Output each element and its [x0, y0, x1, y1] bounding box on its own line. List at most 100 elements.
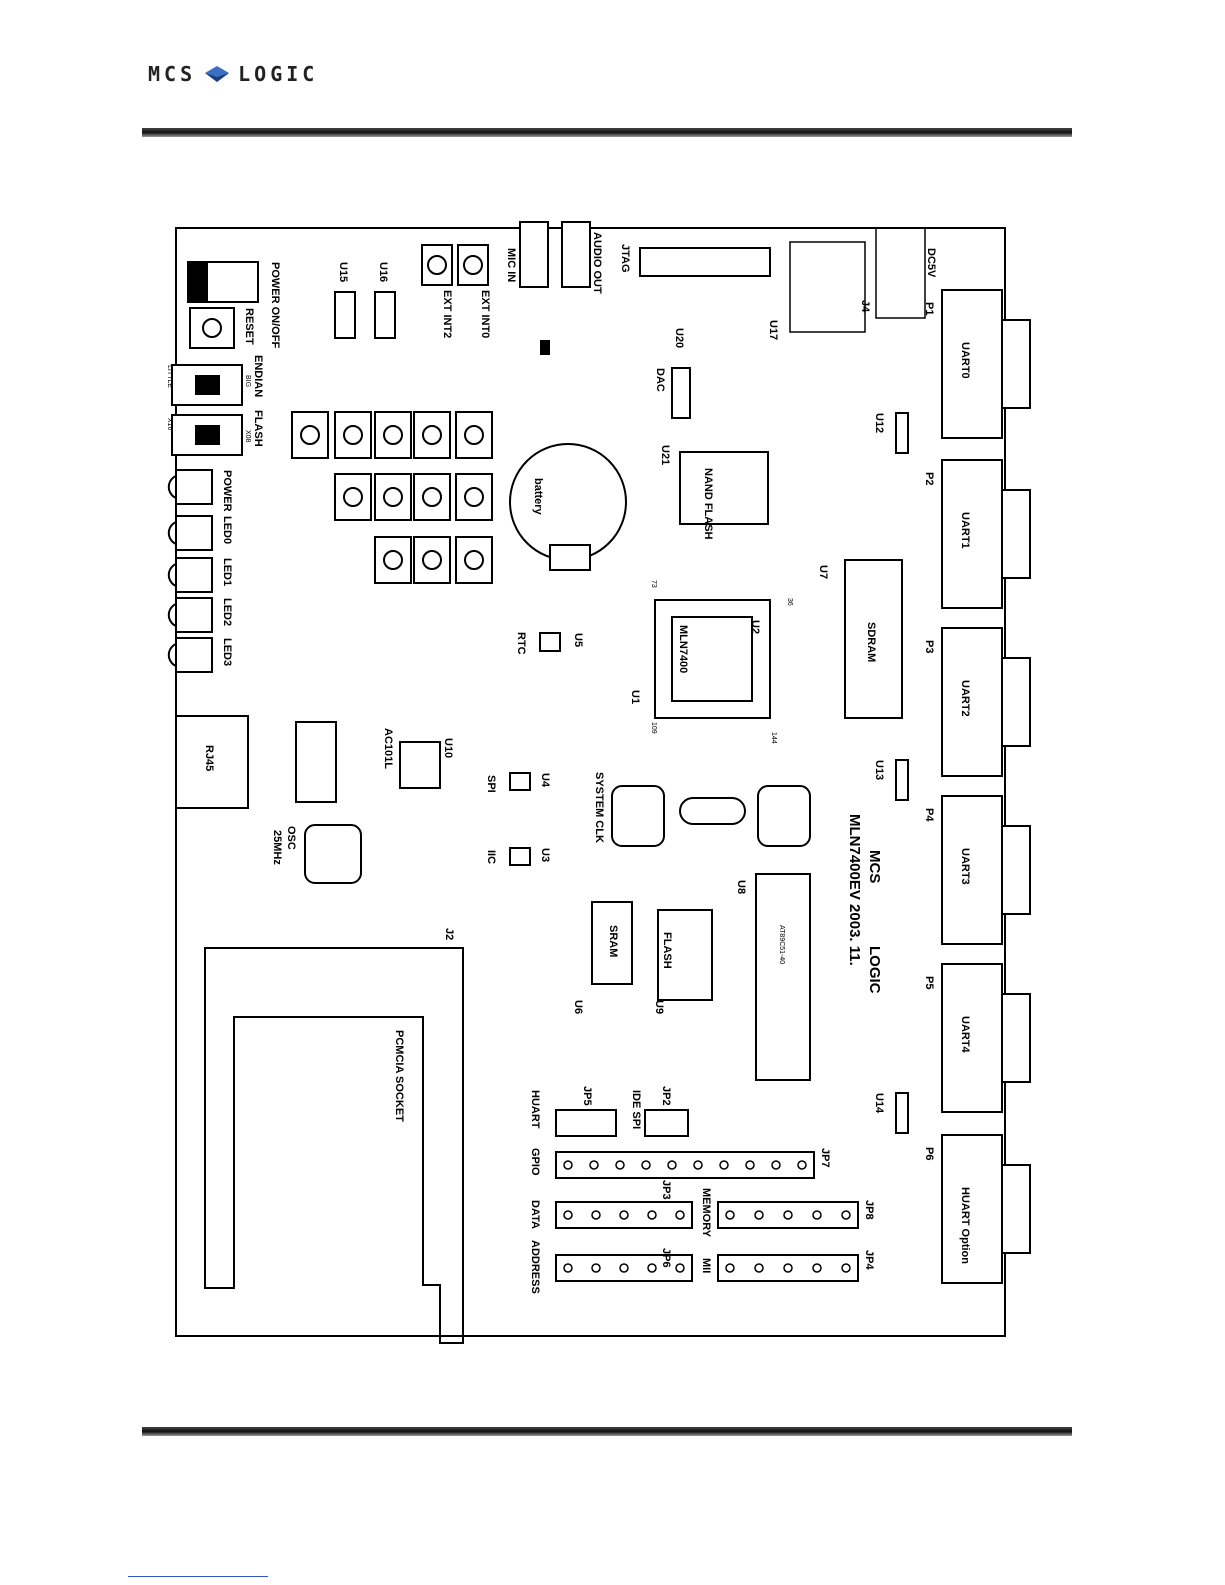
u15-label: U15	[337, 262, 349, 282]
tact-switch	[413, 536, 451, 584]
u4-label: U4	[539, 773, 551, 788]
memory-label: MEMORY	[700, 1188, 712, 1238]
uart-label: HUART Option	[959, 1187, 971, 1264]
reset-button	[189, 307, 235, 349]
serial-connector	[941, 289, 1003, 439]
header-pin	[754, 1210, 764, 1220]
jp8-label: JP8	[863, 1200, 875, 1220]
pcmcia-label: PCMCIA SOCKET	[393, 1030, 405, 1122]
led-lens	[167, 563, 177, 587]
rj45-label: RJ45	[203, 745, 215, 771]
footer-rule	[142, 1427, 1072, 1436]
header-pin	[667, 1160, 677, 1170]
led-label: LED2	[221, 598, 233, 626]
led-led2	[175, 597, 213, 633]
header-pin	[841, 1210, 851, 1220]
nand-flash-label: NAND FLASH	[702, 468, 714, 540]
header-pin	[725, 1263, 735, 1273]
silkscreen-model: MLN7400EV 2003. 11.	[846, 814, 863, 966]
system-clk-label: SYSTEM CLK	[593, 772, 605, 843]
header-pin	[783, 1210, 793, 1220]
footer-link-line	[128, 1576, 268, 1577]
header-pin	[641, 1160, 651, 1170]
u17-label: U17	[767, 320, 779, 340]
pin36-label: 36	[786, 598, 793, 606]
rj45-jack	[175, 715, 249, 809]
power-switch	[187, 261, 259, 303]
tact-switch-cap	[383, 550, 403, 570]
silk-logo-left: MCS	[866, 850, 883, 883]
tact-switch	[334, 411, 372, 459]
serial-connector-shell	[1001, 657, 1031, 747]
port-label: P4	[923, 808, 935, 822]
port-label: P1	[923, 302, 935, 315]
tact-switch	[334, 473, 372, 521]
pcmcia-socket	[204, 947, 464, 1344]
tact-switch	[374, 473, 412, 521]
flash-width-switch	[171, 414, 243, 456]
pin-header	[555, 1201, 693, 1229]
chip-label: U13	[873, 760, 885, 780]
port-label: P6	[923, 1147, 935, 1160]
dc5v-label: DC5V	[925, 248, 937, 278]
header-pin	[693, 1160, 703, 1170]
little-label: LITTLE	[166, 365, 173, 388]
u10-chip	[399, 741, 441, 789]
pin144-label: 144	[770, 732, 777, 744]
tact-switch-cap	[343, 425, 363, 445]
u20-chip	[671, 367, 691, 419]
flash-select-label: FLASH	[252, 410, 264, 447]
tact-switch	[291, 411, 329, 459]
header-pin	[589, 1160, 599, 1170]
jp6-label: JP6	[660, 1248, 672, 1268]
reset-label: RESET	[243, 308, 255, 345]
data-label: DATA	[529, 1200, 541, 1229]
gpio-label: GPIO	[529, 1148, 541, 1176]
ext-int2-label: EXT INT2	[441, 290, 453, 338]
uart-label: UART1	[959, 512, 971, 549]
led-lens	[167, 475, 177, 499]
port-label: P5	[923, 976, 935, 989]
j4-label: J4	[859, 300, 871, 313]
chip-label: U14	[873, 1093, 885, 1114]
serial-connector	[941, 963, 1003, 1113]
header-pin	[783, 1263, 793, 1273]
audio-out-jack	[561, 221, 591, 288]
tact-switch	[455, 536, 493, 584]
jtag-header	[639, 247, 771, 277]
battery-holder	[509, 443, 627, 561]
endian-label: ENDIAN	[252, 355, 264, 397]
system-clk-crystal	[679, 797, 746, 825]
tact-switch-cap	[464, 425, 484, 445]
jp7-label: JP7	[819, 1148, 831, 1168]
header-pin	[841, 1263, 851, 1273]
serial-connector-shell	[1001, 993, 1031, 1083]
header-pin	[591, 1263, 601, 1273]
sdram-label: SDRAM	[865, 622, 877, 662]
header-pin	[771, 1160, 781, 1170]
led-lens	[167, 521, 177, 545]
logo-text-right: LOGIC	[238, 62, 319, 86]
uart-label: UART4	[959, 1016, 971, 1054]
header-pin	[591, 1210, 601, 1220]
led-label: LED3	[221, 638, 233, 666]
header-pin	[797, 1160, 807, 1170]
u16-label: U16	[377, 262, 389, 282]
u21-label: U21	[659, 445, 671, 465]
header-group	[555, 1151, 859, 1282]
chip-label: U12	[873, 413, 885, 433]
flash-label: FLASH	[661, 932, 673, 969]
mln7400-label: MLN7400	[677, 625, 689, 673]
header-pin	[725, 1210, 735, 1220]
level-shifter-chip	[895, 1092, 909, 1134]
x16-label: X16	[166, 418, 173, 431]
tact-switch-cap	[383, 425, 403, 445]
header-pin	[675, 1210, 685, 1220]
system-clk-left	[611, 785, 665, 847]
ext-int0-label: EXT INT0	[479, 290, 491, 338]
tact-switch-cap	[383, 487, 403, 507]
port-label: P3	[923, 640, 935, 653]
serial-connector	[941, 459, 1003, 609]
osc-label: OSC	[285, 826, 297, 850]
